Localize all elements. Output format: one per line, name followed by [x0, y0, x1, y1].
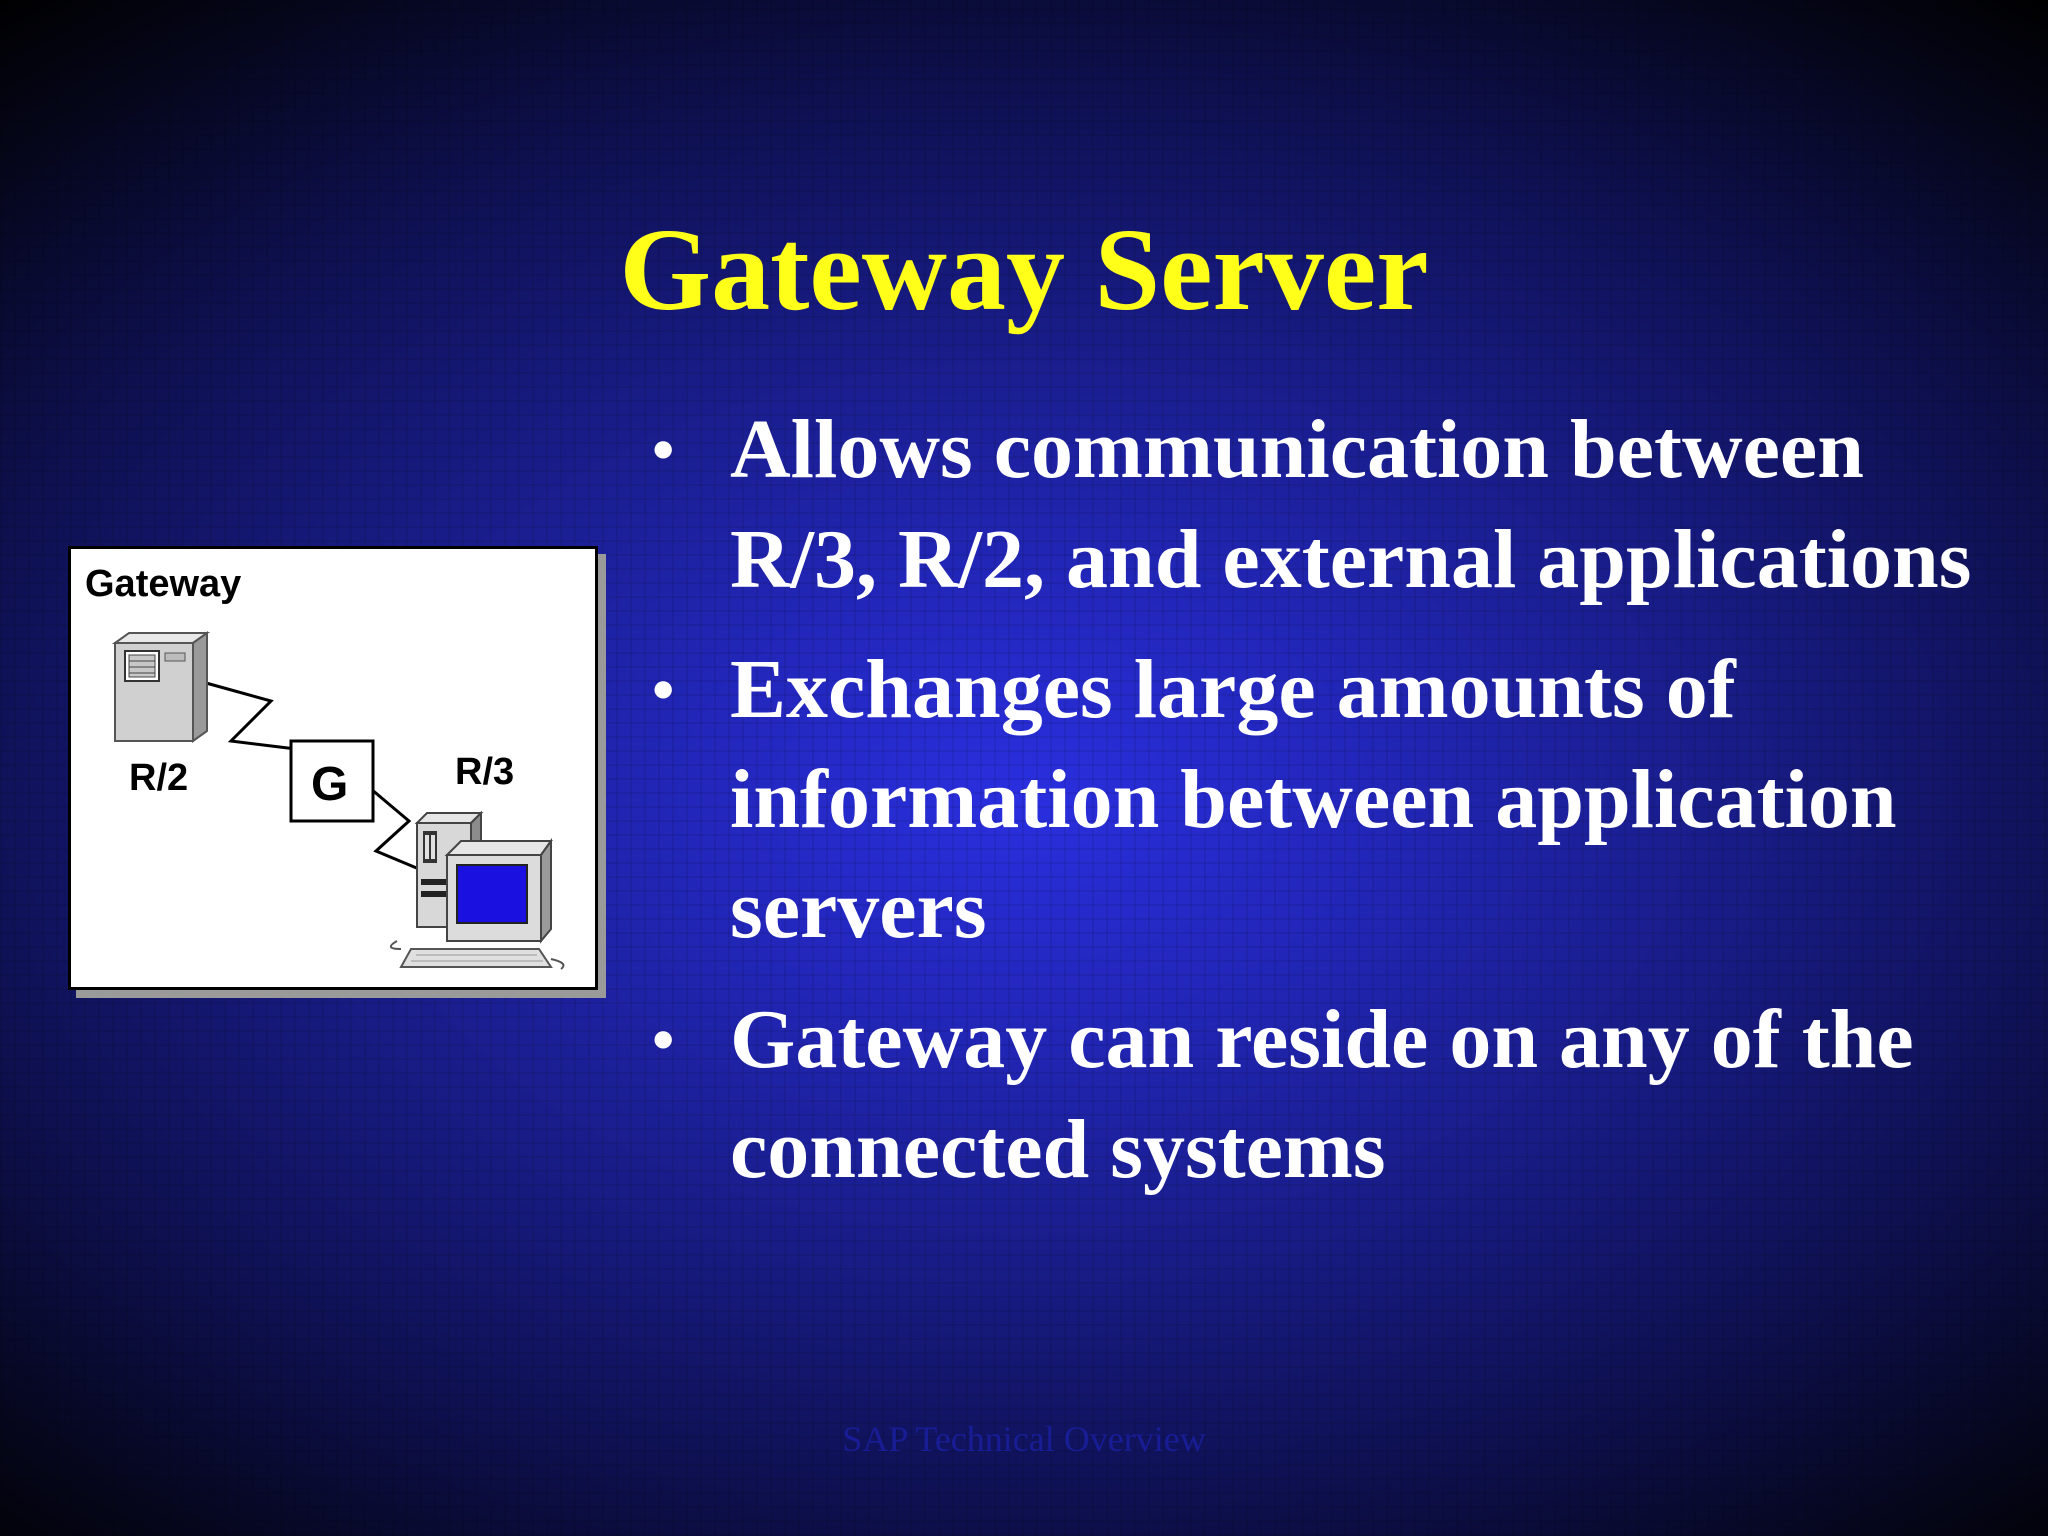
gateway-box-label: G [311, 758, 349, 811]
gateway-box [289, 739, 375, 823]
r2-to-gateway-line [205, 681, 297, 751]
bullet-marker: • [652, 414, 675, 485]
slide-footer: SAP Technical Overview [842, 1419, 1206, 1459]
mainframe-server-icon [111, 631, 211, 743]
bullet-marker: • [652, 1004, 675, 1075]
diagram-heading: Gateway [85, 563, 242, 605]
r3-label: R/3 [455, 751, 515, 793]
bullet-text: Allows communication between R/3, R/2, a… [730, 403, 1972, 606]
bullet-item: • Gateway can reside on any of the conne… [648, 985, 1988, 1205]
desktop-workstation-icon [390, 810, 565, 970]
bullet-text: Exchanges large amounts of information b… [730, 643, 1897, 956]
gateway-to-r3-line [370, 787, 420, 871]
bullet-list: • Allows communication between R/3, R/2,… [648, 395, 1988, 1225]
bullet-item: • Exchanges large amounts of information… [648, 635, 1988, 965]
slide-title: Gateway Server [619, 204, 1429, 335]
r2-label: R/2 [129, 757, 189, 799]
diagram-graphic [111, 631, 565, 970]
bullet-marker: • [652, 654, 675, 725]
bullet-item: • Allows communication between R/3, R/2,… [648, 395, 1988, 615]
bullet-text: Gateway can reside on any of the connect… [730, 993, 1914, 1196]
gateway-diagram: Gateway R/2 G R/3 [68, 546, 598, 990]
